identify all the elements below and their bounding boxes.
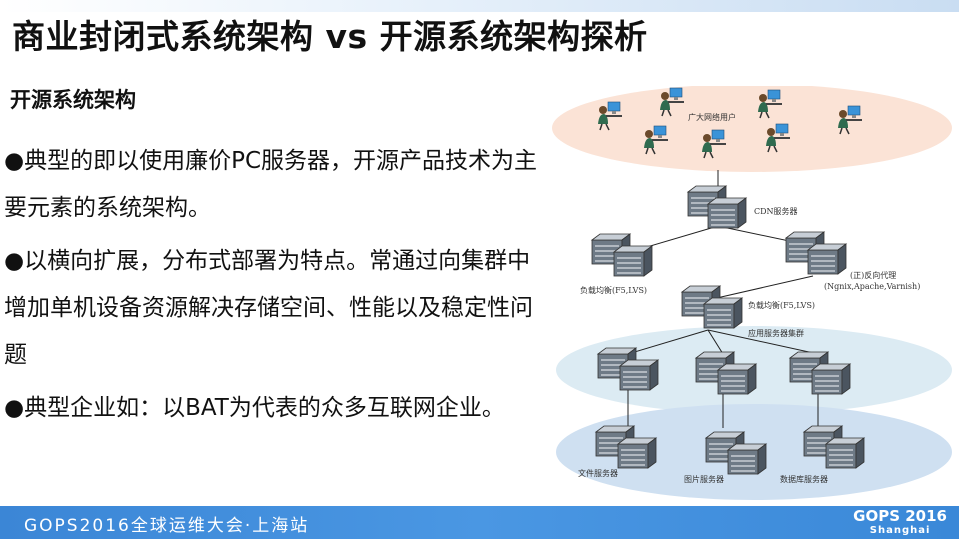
app-server-icon	[811, 363, 851, 395]
bullet-item: ●典型企业如：以BAT为代表的众多互联网企业。	[4, 385, 544, 432]
bullet-item: ●以横向扩展，分布式部署为特点。常通过向集群中增加单机设备资源解决存储空间、性能…	[4, 238, 544, 379]
proxy-label-1: (正)反向代理	[850, 270, 896, 280]
bullet-list: ●典型的即以使用廉价PC服务器，开源产品技术为主要元素的系统架构。 ●以横向扩展…	[4, 138, 544, 438]
logo-line-1: GOPS 2016	[853, 507, 947, 525]
image-server-icon	[727, 443, 767, 475]
architecture-diagram: 广大网络用户 CDN服务器 负载均衡(F5,LVS) (正)反向代理 (Ngni…	[552, 86, 952, 500]
footer-bar: GOPS2016全球运维大会·上海站 GOPS 2016 Shanghai	[0, 506, 959, 539]
db-server-icon	[825, 437, 865, 469]
bullet-text: 典型企业如：以BAT为代表的众多互联网企业。	[24, 395, 505, 421]
slide-title: 商业封闭式系统架构 vs 开源系统架构探析	[12, 17, 648, 56]
footer-event-name: GOPS2016全球运维大会·上海站	[24, 516, 310, 536]
db-server-label: 数据库服务器	[780, 474, 828, 484]
lb-center-label: 负载均衡(F5,LVS)	[748, 300, 815, 310]
bullet-text: 典型的即以使用廉价PC服务器，开源产品技术为主要元素的系统架构。	[4, 148, 538, 221]
bullet-item: ●典型的即以使用廉价PC服务器，开源产品技术为主要元素的系统架构。	[4, 138, 544, 232]
bullet-marker: ●	[4, 395, 25, 421]
network-links	[622, 170, 819, 428]
top-decoration-bar	[0, 0, 959, 12]
load-balancer-server-icon	[703, 297, 743, 329]
file-server-label: 文件服务器	[578, 468, 618, 478]
users-label: 广大网络用户	[688, 112, 736, 122]
users-cloud	[552, 86, 952, 172]
proxy-label-2: (Ngnix,Apache,Varnish)	[824, 282, 920, 291]
bullet-marker: ●	[4, 248, 25, 274]
cdn-server-icon	[707, 197, 747, 229]
cdn-label: CDN服务器	[754, 206, 798, 216]
image-server-label: 图片服务器	[684, 474, 724, 484]
proxy-server-icon	[807, 243, 847, 275]
bullet-text: 以横向扩展，分布式部署为特点。常通过向集群中增加单机设备资源解决存储空间、性能以…	[4, 248, 533, 368]
load-balancer-server-icon	[613, 245, 653, 277]
gops-logo: GOPS 2016 Shanghai	[853, 508, 947, 537]
app-cluster-label: 应用服务器集群	[748, 328, 804, 338]
app-server-icon	[717, 363, 757, 395]
slide-subtitle: 开源系统架构	[10, 88, 136, 112]
lb-left-label: 负载均衡(F5,LVS)	[580, 285, 647, 295]
file-server-icon	[617, 437, 657, 469]
bullet-marker: ●	[4, 148, 25, 174]
app-server-icon	[619, 359, 659, 391]
logo-line-2: Shanghai	[869, 525, 931, 536]
